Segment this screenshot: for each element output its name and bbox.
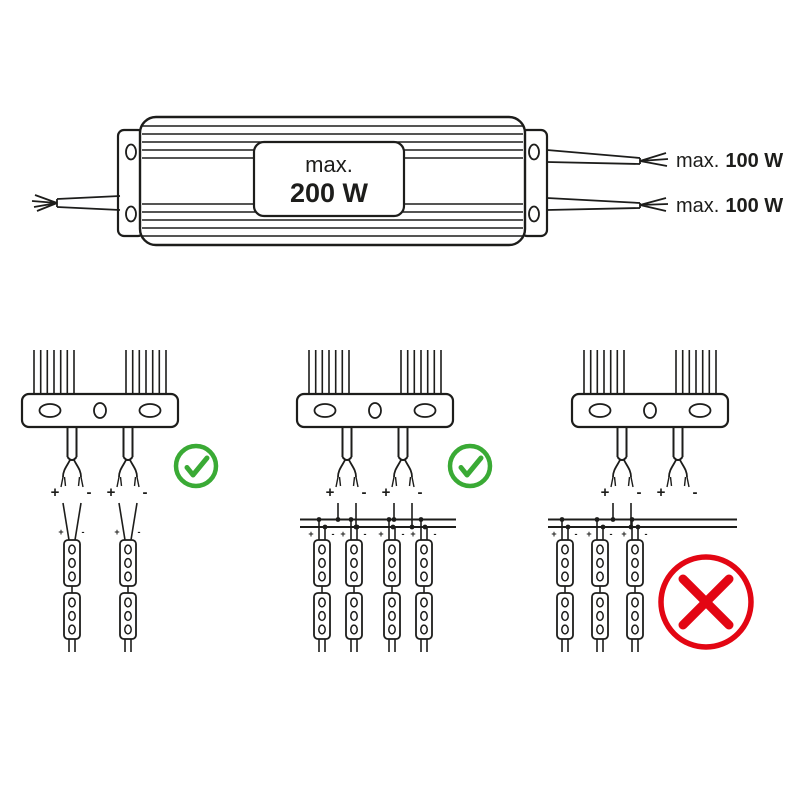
psu-max-prefix: max.	[305, 152, 353, 177]
led-strip	[119, 539, 137, 653]
led-strip	[313, 539, 331, 653]
psu-max-power-label: max. 200 W	[252, 140, 406, 218]
bus-junction-dots	[559, 517, 641, 530]
output-cable-unconnected	[666, 426, 690, 488]
minus-label: -	[364, 529, 367, 539]
minus-label: -	[637, 484, 642, 501]
plus-label: +	[308, 529, 313, 539]
led-strip	[556, 539, 574, 653]
plus-label: +	[114, 527, 119, 537]
minus-label: -	[418, 484, 423, 501]
plus-label: +	[382, 484, 391, 501]
plus-label: +	[378, 529, 383, 539]
plus-label: +	[410, 529, 415, 539]
mounting-flange-right	[519, 128, 549, 238]
plus-label: +	[326, 484, 335, 501]
output-cable	[391, 426, 415, 488]
minus-label: -	[332, 529, 335, 539]
plus-label: +	[621, 529, 626, 539]
minus-label: -	[575, 529, 578, 539]
power-supply-top-view: max. 200 W max.100 W max.100 W	[31, 115, 783, 247]
psu-bottom-view	[295, 348, 455, 429]
minus-label: -	[362, 484, 367, 501]
minus-label: -	[610, 529, 613, 539]
minus-label: -	[402, 529, 405, 539]
plus-label: +	[58, 527, 63, 537]
output-power-label-1: max.100 W	[676, 150, 783, 172]
minus-label: -	[82, 527, 85, 537]
bus-feed-wires	[612, 503, 632, 527]
led-strip	[415, 539, 433, 653]
distribution-bus	[548, 518, 737, 528]
check-icon	[173, 443, 219, 489]
minus-label: -	[138, 527, 141, 537]
output-cable	[335, 426, 359, 488]
scenario-2-bus-four-strips: + - + - + - +	[295, 348, 493, 653]
output-cable	[60, 426, 84, 488]
scenario-1-two-strips-direct: + - + - + - + -	[20, 348, 219, 653]
strip-feed-wires	[62, 502, 138, 541]
input-cable	[31, 194, 121, 212]
check-icon	[447, 443, 493, 489]
minus-label: -	[87, 484, 92, 501]
output-wire-1	[546, 149, 669, 167]
output-wire-2	[546, 197, 669, 212]
plus-label: +	[340, 529, 345, 539]
psu-max-value: 200 W	[290, 178, 369, 208]
led-strip	[383, 539, 401, 653]
plus-label: +	[586, 529, 591, 539]
minus-label: -	[143, 484, 148, 501]
led-strip	[591, 539, 609, 653]
led-strip	[626, 539, 644, 653]
output-power-label-2: max.100 W	[676, 195, 783, 217]
plus-label: +	[551, 529, 556, 539]
bus-feed-wires	[337, 503, 413, 527]
output-cable	[116, 426, 140, 488]
plus-label: +	[107, 484, 116, 501]
led-strip	[63, 539, 81, 653]
plus-label: +	[601, 484, 610, 501]
strip-drop-wires	[318, 519, 428, 540]
scenario-3-bus-single-output: + - + - + - + - + -	[548, 348, 754, 653]
cross-icon	[658, 554, 754, 650]
minus-label: -	[434, 529, 437, 539]
led-strip	[345, 539, 363, 653]
psu-bottom-view	[570, 348, 730, 429]
plus-label: +	[657, 484, 666, 501]
minus-label: -	[693, 484, 698, 501]
minus-label: -	[645, 529, 648, 539]
output-cable	[610, 426, 634, 488]
plus-label: +	[51, 484, 60, 501]
psu-bottom-view	[20, 348, 180, 429]
bus-junction-dots	[316, 517, 428, 530]
